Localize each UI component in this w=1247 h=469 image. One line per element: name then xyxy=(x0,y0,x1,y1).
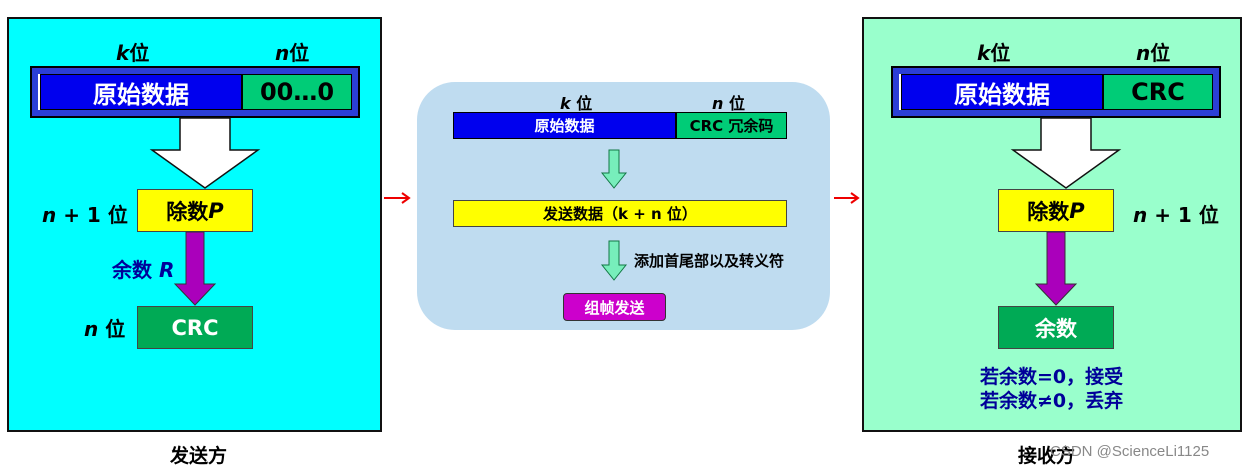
receiver-remainder-arrow xyxy=(1034,231,1078,306)
receiver-remainder-box: 余数 xyxy=(998,306,1114,349)
middle-k-bits-label: k 位 xyxy=(560,94,593,113)
frame-send-box: 组帧发送 xyxy=(563,293,666,321)
sender-crc-bits-label: n 位 xyxy=(84,317,126,341)
receiver-k-bits-label: k位 xyxy=(977,41,1011,65)
middle-crc-cell: CRC 冗余码 xyxy=(676,112,787,139)
receiver-crc-cell: CRC xyxy=(1103,74,1213,110)
receiver-data-cell: 原始数据 xyxy=(901,74,1103,110)
receiver-rule-accept: 若余数=0，接受 xyxy=(980,366,1124,388)
connector-middle-to-receiver xyxy=(834,192,860,204)
receiver-caption: 接收方 xyxy=(1018,445,1076,467)
sender-frame-bar: 原始数据 00…0 xyxy=(30,66,360,118)
sender-down-hollow-arrow xyxy=(149,117,261,189)
sender-zeros-cell: 00…0 xyxy=(242,74,352,110)
middle-n-bits-label: n 位 xyxy=(712,94,745,113)
sender-data-cell: 原始数据 xyxy=(40,74,242,110)
sender-remainder-arrow xyxy=(173,231,217,306)
receiver-n-bits-label: n位 xyxy=(1136,41,1171,65)
middle-arrow-1 xyxy=(600,149,628,189)
sender-crc-box: CRC xyxy=(137,306,253,349)
receiver-rule-discard: 若余数≠0，丢弃 xyxy=(980,390,1124,412)
sender-n-bits-label: n位 xyxy=(275,41,310,65)
sender-divisor-bits-label: n + 1 位 xyxy=(42,203,128,227)
receiver-divisor-box: 除数 P xyxy=(998,189,1114,232)
middle-step-label: 添加首尾部以及转义符 xyxy=(634,252,785,270)
middle-data-cell: 原始数据 xyxy=(453,112,676,139)
middle-send-data-box: 发送数据（k + n 位） xyxy=(453,200,787,227)
sender-k-bits-label: k位 xyxy=(116,41,150,65)
connector-sender-to-middle xyxy=(384,192,411,204)
receiver-divisor-bits-label: n + 1 位 xyxy=(1133,203,1219,227)
watermark: CSDN @ScienceLi1125 xyxy=(1050,443,1210,460)
sender-caption: 发送方 xyxy=(170,445,228,467)
sender-divisor-box: 除数 P xyxy=(137,189,253,232)
middle-arrow-2 xyxy=(600,240,628,281)
receiver-down-hollow-arrow xyxy=(1010,117,1122,189)
receiver-frame-bar: 原始数据 CRC xyxy=(891,66,1221,118)
sender-remainder-label: 余数 R xyxy=(112,258,175,282)
